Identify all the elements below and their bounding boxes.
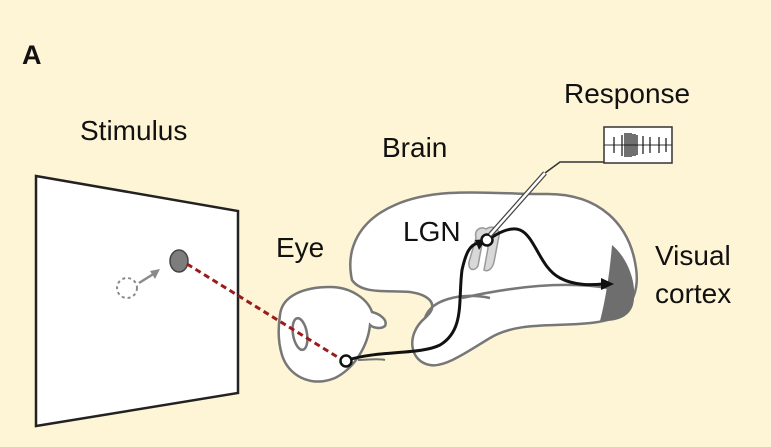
- stimulus-spot: [169, 249, 189, 273]
- optic-nerve-path: [347, 241, 479, 362]
- optic-radiation-path: [487, 227, 604, 287]
- stimulus-previous-position-icon: [116, 277, 138, 299]
- electrode-wire: [544, 161, 604, 174]
- arrow-icon: [138, 269, 160, 285]
- visual-cortex-label-line1: Visual: [655, 240, 731, 271]
- stimulus-screen: [34, 174, 240, 428]
- brain-outline: [349, 191, 638, 367]
- retina-node: [339, 354, 353, 368]
- eye-lens: [291, 316, 309, 352]
- cortex-fold: [461, 283, 609, 300]
- brain-label: Brain: [382, 132, 448, 163]
- retinal-projection-line: [186, 262, 345, 363]
- visual-cortex-region: [600, 245, 635, 322]
- response-label: Response: [564, 78, 691, 109]
- visual-cortex-label: Visual cortex: [655, 237, 731, 313]
- lgn-label: LGN: [403, 216, 461, 247]
- panel-label: A: [22, 40, 42, 70]
- spike-train-icon: [613, 133, 667, 157]
- eye: [277, 285, 387, 383]
- electrode-icon: [488, 171, 547, 237]
- lgn-node: [480, 233, 494, 247]
- visual-cortex-label-line2: cortex: [655, 278, 732, 309]
- stimulus-label: Stimulus: [80, 115, 188, 146]
- eye-label: Eye: [276, 232, 325, 263]
- temporal-lobe-contour: [423, 294, 491, 319]
